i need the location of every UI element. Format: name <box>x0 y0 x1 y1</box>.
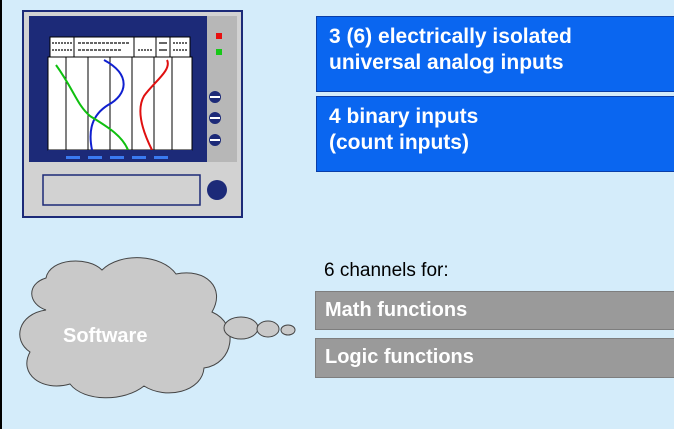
analog-inputs-box: 3 (6) electrically isolated universal an… <box>316 16 674 92</box>
binary-inputs-line2: (count inputs) <box>329 131 469 154</box>
recorder-device-icon <box>22 10 243 218</box>
logic-functions-label: Logic functions <box>325 346 474 368</box>
binary-inputs-box: 4 binary inputs (count inputs) <box>316 96 674 172</box>
channels-label: 6 channels for: <box>324 260 449 281</box>
analog-inputs-line2: universal analog inputs <box>329 51 564 74</box>
math-functions-box: Math functions <box>315 291 674 330</box>
math-functions-label: Math functions <box>325 299 468 321</box>
binary-inputs-line1: 4 binary inputs <box>329 105 479 128</box>
logic-functions-box: Logic functions <box>315 338 674 378</box>
analog-inputs-line1: 3 (6) electrically isolated <box>329 25 572 48</box>
software-label: Software <box>63 325 148 347</box>
software-cloud-icon <box>19 257 296 399</box>
